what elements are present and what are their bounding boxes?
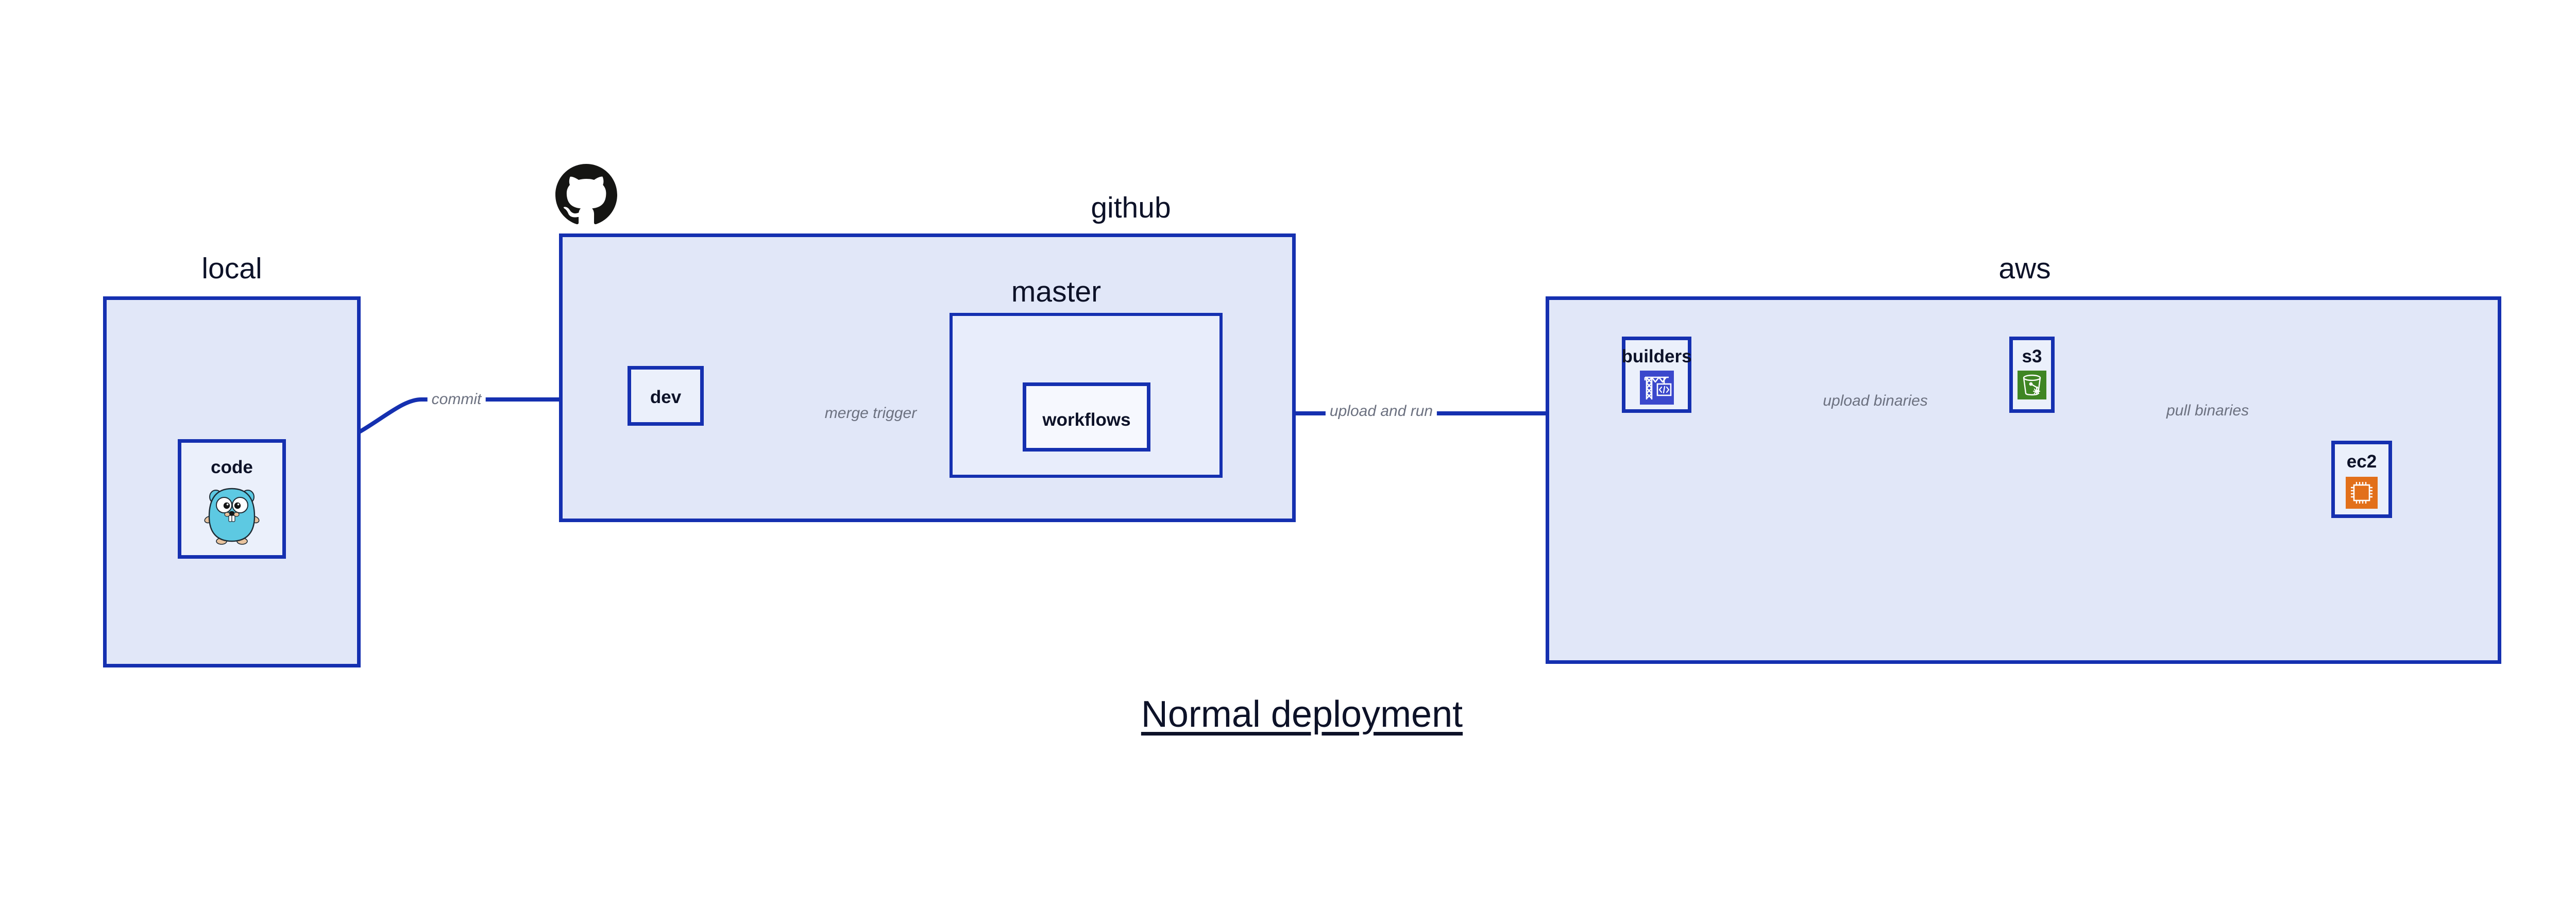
group-title-local: local: [201, 252, 262, 285]
node-s3[interactable]: s3: [2009, 337, 2055, 413]
node-label-ec2: ec2: [2346, 452, 2377, 472]
node-label-s3: s3: [2022, 346, 2042, 366]
edge-label-merge-trigger: merge trigger: [820, 405, 921, 422]
node-label-builders: builders: [1621, 346, 1692, 366]
group-title-github: github: [1091, 191, 1171, 224]
node-workflows[interactable]: workflows: [1023, 382, 1150, 452]
edge-label-upload-binaries: upload binaries: [1819, 392, 1932, 410]
edge-label-upload-and-run: upload and run: [1325, 403, 1437, 420]
go-gopher-icon: [203, 485, 261, 548]
github-octocat-logo: [555, 164, 617, 228]
edge-label-pull-binaries: pull binaries: [2162, 402, 2253, 420]
aws-s3-icon: [2018, 371, 2046, 402]
node-label-workflows: workflows: [1042, 410, 1131, 430]
node-ec2[interactable]: ec2: [2331, 441, 2392, 518]
node-code[interactable]: code: [178, 439, 286, 559]
diagram-title: Normal deployment: [1141, 694, 1463, 735]
node-builders[interactable]: builders: [1621, 337, 1692, 413]
node-dev[interactable]: dev: [628, 366, 704, 426]
node-label-code: code: [211, 457, 253, 477]
aws-codebuild-icon: [1639, 371, 1674, 407]
group-title-aws: aws: [1998, 252, 2051, 285]
group-title-master: master: [1011, 275, 1101, 308]
aws-ec2-icon: [2346, 477, 2378, 511]
node-label-dev: dev: [650, 387, 682, 407]
edge-label-commit: commit: [427, 391, 486, 408]
